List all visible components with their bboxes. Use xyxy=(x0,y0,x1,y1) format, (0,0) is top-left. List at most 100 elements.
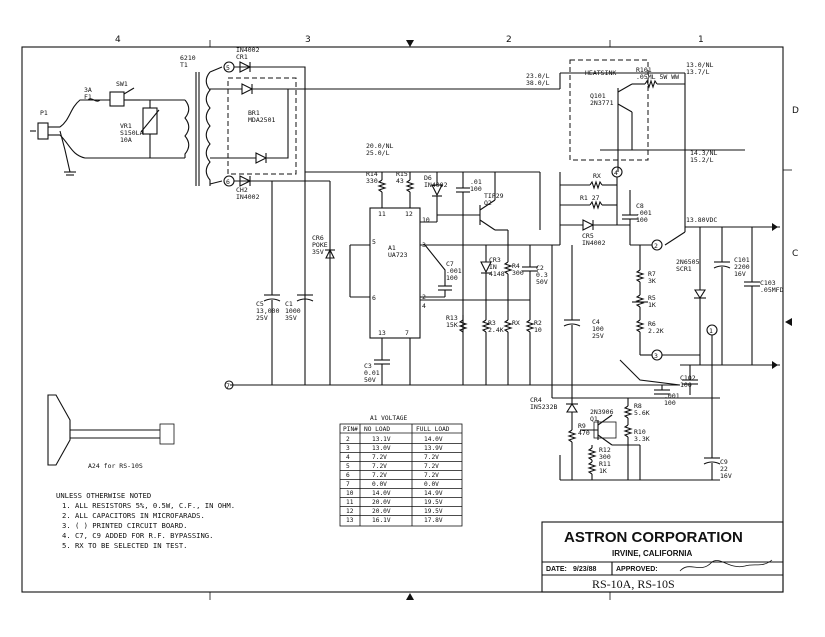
voltage-table-cell: 10 xyxy=(346,490,354,497)
company-location: IRVINE, CALIFORNIA xyxy=(612,549,693,558)
voltage-table-cell: 7.2V xyxy=(372,463,387,470)
voltage-table-cell: 6 xyxy=(346,472,350,479)
label-a-line: A24 for RS-10S xyxy=(88,462,143,470)
company-name: ASTRON CORPORATION xyxy=(564,529,743,546)
voltage-table-cell: 2 xyxy=(346,436,350,443)
bridge-rectifier-br1 xyxy=(227,77,297,175)
heatsink xyxy=(569,59,649,161)
approval-signature xyxy=(679,559,773,572)
ac-plug-p1 xyxy=(30,122,60,140)
svg-text:5: 5 xyxy=(372,238,376,246)
svg-text:6: 6 xyxy=(226,178,230,186)
resistor-rx-1 xyxy=(503,300,513,385)
voltage-table-cell: 14.0V xyxy=(424,436,443,443)
voltage-table-cell: 14.9V xyxy=(424,490,443,497)
capacitor-c8 xyxy=(622,190,638,245)
voltage-table-cell: 0.0V xyxy=(372,481,387,488)
resistor-rx-2 xyxy=(560,180,617,190)
svg-text:2: 2 xyxy=(654,242,658,250)
voltage-table-cell: 13.9V xyxy=(424,445,443,452)
fuse-f1 xyxy=(80,98,110,102)
capacitor-c7 xyxy=(420,244,452,298)
resistor-r3 xyxy=(481,300,491,385)
resistor-r9 xyxy=(567,420,577,480)
transistor-q1 xyxy=(580,414,617,446)
resistor-r2 xyxy=(525,300,535,385)
note-4: 4. C7, C9 ADDED FOR R.F. BYPASSING. xyxy=(62,531,213,540)
drawing-border xyxy=(21,46,784,593)
grid-label-3: 3 xyxy=(305,35,311,45)
grid-label-1: 1 xyxy=(698,35,704,45)
svg-text:7: 7 xyxy=(405,329,409,337)
resistor-r7 xyxy=(635,269,645,283)
diode-d6 xyxy=(420,172,443,223)
label-r101: R101.05ML 5W WW xyxy=(636,66,679,81)
resistor-r15 xyxy=(405,172,415,196)
resistor-r10 xyxy=(623,424,633,480)
voltage-table-cell: 19.5V xyxy=(424,499,443,506)
resistor-r101 xyxy=(640,79,685,89)
notes: UNLESS OTHERWISE NOTED 1. ALL RESISTORS … xyxy=(56,491,235,550)
side-label-d: D xyxy=(792,106,799,116)
label-output: 13.80VDC xyxy=(686,216,717,224)
resistor-r12 xyxy=(587,445,597,462)
svg-text:4: 4 xyxy=(614,169,618,177)
capacitor-c9 xyxy=(703,430,721,480)
transformer-t1 xyxy=(184,71,211,186)
grid-label-4: 4 xyxy=(115,35,121,45)
voltage-table-cell: 16.1V xyxy=(372,517,391,524)
transistor-q101 xyxy=(617,83,640,150)
voltage-table-cell: 7 xyxy=(346,481,350,488)
voltage-table-header: NO LOAD xyxy=(364,426,390,433)
zener-cr6 xyxy=(325,248,335,259)
capacitor-c2 xyxy=(522,245,538,300)
resistor-r11 xyxy=(587,461,597,480)
diode-cr1 xyxy=(239,61,252,73)
ic-a1-ua723 xyxy=(369,207,421,339)
diode-cr5 xyxy=(560,219,630,231)
zener-cr4 xyxy=(566,385,578,420)
capacitor-c102 xyxy=(682,365,698,395)
svg-text:10: 10 xyxy=(422,216,430,224)
capacitor-c4 xyxy=(563,245,581,385)
capacitor-001-lower xyxy=(654,385,670,395)
capacitor-c1 xyxy=(296,294,314,302)
voltage-table-cell: 0.0V xyxy=(424,481,439,488)
diode-cr3 xyxy=(480,245,492,300)
capacitor-c5 xyxy=(263,181,281,385)
label-heatsink: HEATSINK xyxy=(585,69,616,77)
date-label: DATE: xyxy=(546,566,567,573)
label-rx1: RX xyxy=(512,319,520,327)
side-label-c: C xyxy=(792,249,798,259)
date-value: 9/23/88 xyxy=(573,566,596,573)
note-5: 5. RX TO BE SELECTED IN TEST. xyxy=(62,541,188,550)
label-p1: P1 xyxy=(40,109,48,117)
svg-text:12: 12 xyxy=(405,210,413,218)
voltage-table-cell: 7.2V xyxy=(424,472,439,479)
scr-scr1 xyxy=(694,227,706,365)
capacitor-c103 xyxy=(744,227,760,365)
